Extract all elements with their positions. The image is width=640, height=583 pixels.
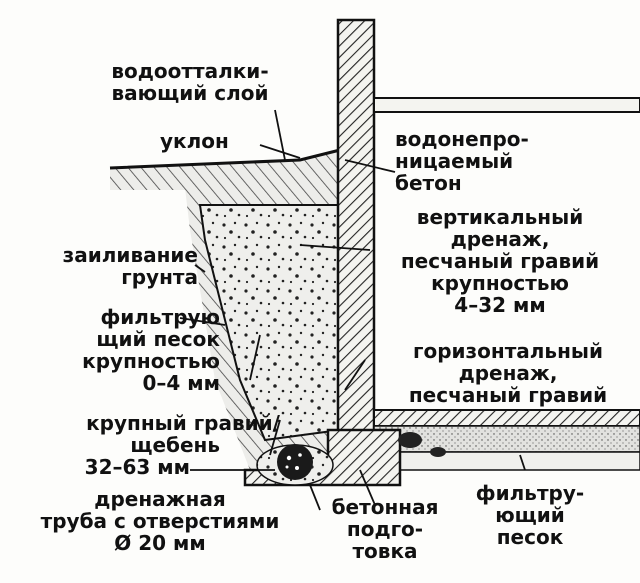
label-waterproof-concrete: водонепро- ницаемый бетон — [395, 127, 529, 195]
label-filter-sand-right: фильтру- ющий песок — [475, 481, 585, 549]
label-vertical-drainage: вертикальный дренаж, песчаный гравий кру… — [400, 205, 600, 317]
label-soil-silting: заиливание грунта — [62, 243, 198, 289]
leader-lines — [179, 109, 526, 511]
label-drain-pipe: дренажная труба с отверстиями Ø 20 мм — [40, 487, 280, 555]
label-slope: уклон — [160, 129, 229, 153]
ground-surface — [109, 148, 341, 190]
drain-pipe — [277, 444, 313, 480]
label-horizontal-drainage: горизонтальный дренаж, песчаный гравий — [408, 339, 608, 407]
label-filter-sand-left: фильтрую щий песок крупностью 0–4 мм — [82, 305, 220, 395]
gravel-clusters — [398, 432, 446, 457]
concrete-wall — [336, 18, 376, 442]
label-concrete-base: бетонная подго- товка — [331, 495, 439, 563]
label-coarse-gravel: крупный гравий/ щебень 32–63 мм — [84, 411, 280, 479]
label-waterproof-layer: водоотталки- вающий слой — [111, 59, 269, 105]
floor-slab — [373, 97, 640, 113]
